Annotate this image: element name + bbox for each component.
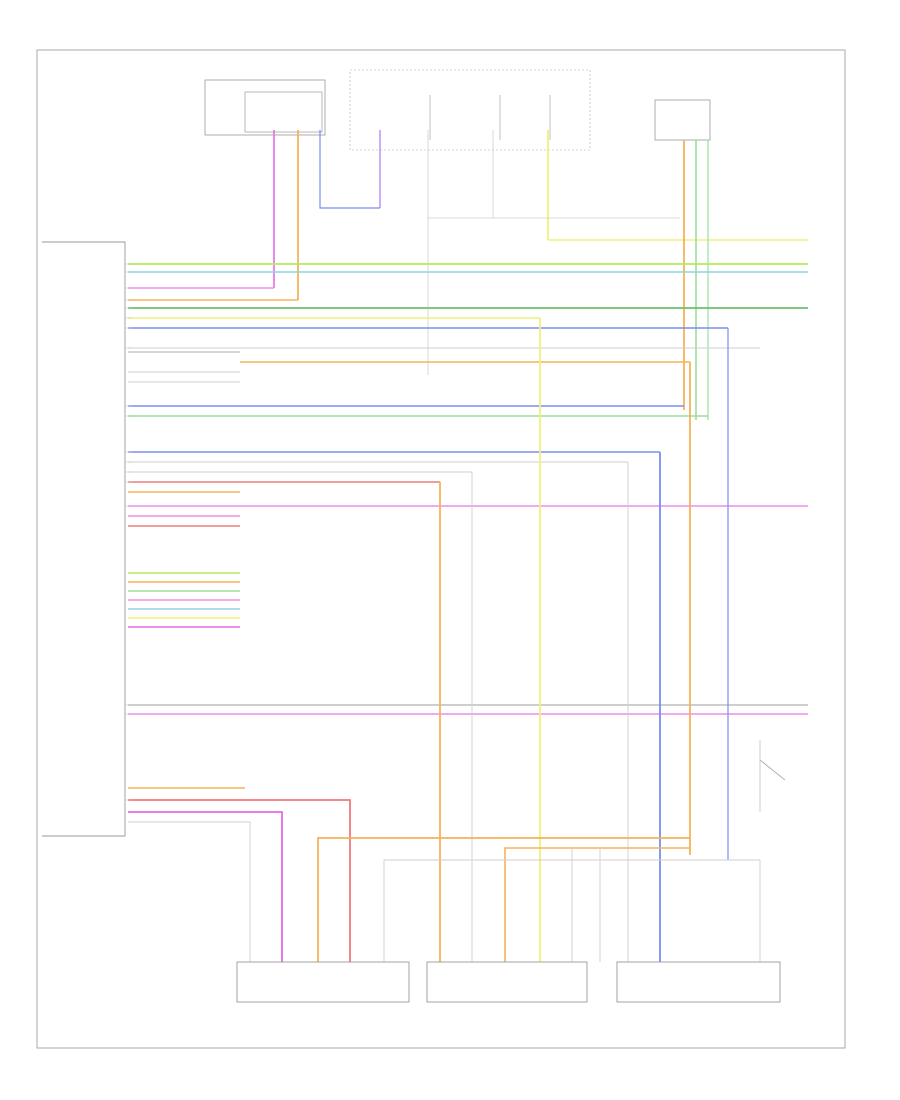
bundle-stubs bbox=[128, 351, 240, 628]
page-frame bbox=[36, 49, 846, 1049]
wire-bundle bbox=[128, 263, 808, 715]
bottom-left-component bbox=[236, 961, 410, 1003]
control-module bbox=[42, 241, 126, 837]
bottom-right-component bbox=[616, 961, 781, 1003]
top-center-relay bbox=[349, 69, 591, 151]
top-left-component bbox=[204, 79, 326, 136]
module-pin-stubs bbox=[125, 263, 132, 801]
top-right-sensor bbox=[654, 99, 711, 141]
side-switch bbox=[759, 740, 786, 812]
bottom-center-component bbox=[426, 961, 588, 1003]
